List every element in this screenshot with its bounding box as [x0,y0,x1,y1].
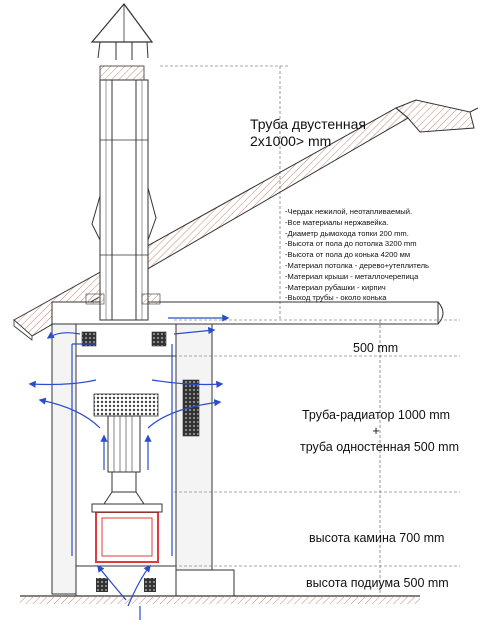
radiator-plus: + [372,424,380,438]
note-item: -Высота от пола до потолка 3200 mm [285,239,417,249]
pipe-title-line1: Труба двустенная [250,116,366,132]
pipe-title-line2: 2x1000> mm [250,133,332,149]
floor [20,595,420,604]
radiator-line1: Труба-радиатор 1000 mm [301,408,451,422]
podium [75,565,235,597]
radiator-pipe [93,393,159,505]
fireplace-height: высота камина 700 mm [309,531,445,545]
chimney-cap [90,3,154,81]
note-item: -Материал крыши - металлочерепица [285,271,419,281]
dimension-500: 500 mm [353,341,399,355]
notes-list: -Чердак нежилой, неотапливаемый. -Все ма… [285,207,429,304]
note-item: -Материал потолка - дерево+утеплитель [285,260,430,270]
airflow-arrows [28,314,230,620]
radiator-line2: труба одностенная 500 mm [300,440,459,454]
double-wall-pipe [99,79,149,321]
note-item: -Все материалы нержавейка. [285,217,389,227]
note-item: -Высота от пола до конька 4200 мм [285,250,411,260]
note-item: -Чердак нежилой, неотапливаемый. [285,207,413,216]
note-item: -Выход трубы - около конька [285,293,387,303]
podium-height: высота подиума 500 mm [306,576,449,590]
note-item: -Диаметр дымохода топки 200 mm. [285,228,409,238]
roof-passage [85,187,161,305]
note-item: -Материал рубашки - кирпич [285,282,386,292]
fireplace-insert [91,503,163,563]
dimension-lines [160,65,460,596]
